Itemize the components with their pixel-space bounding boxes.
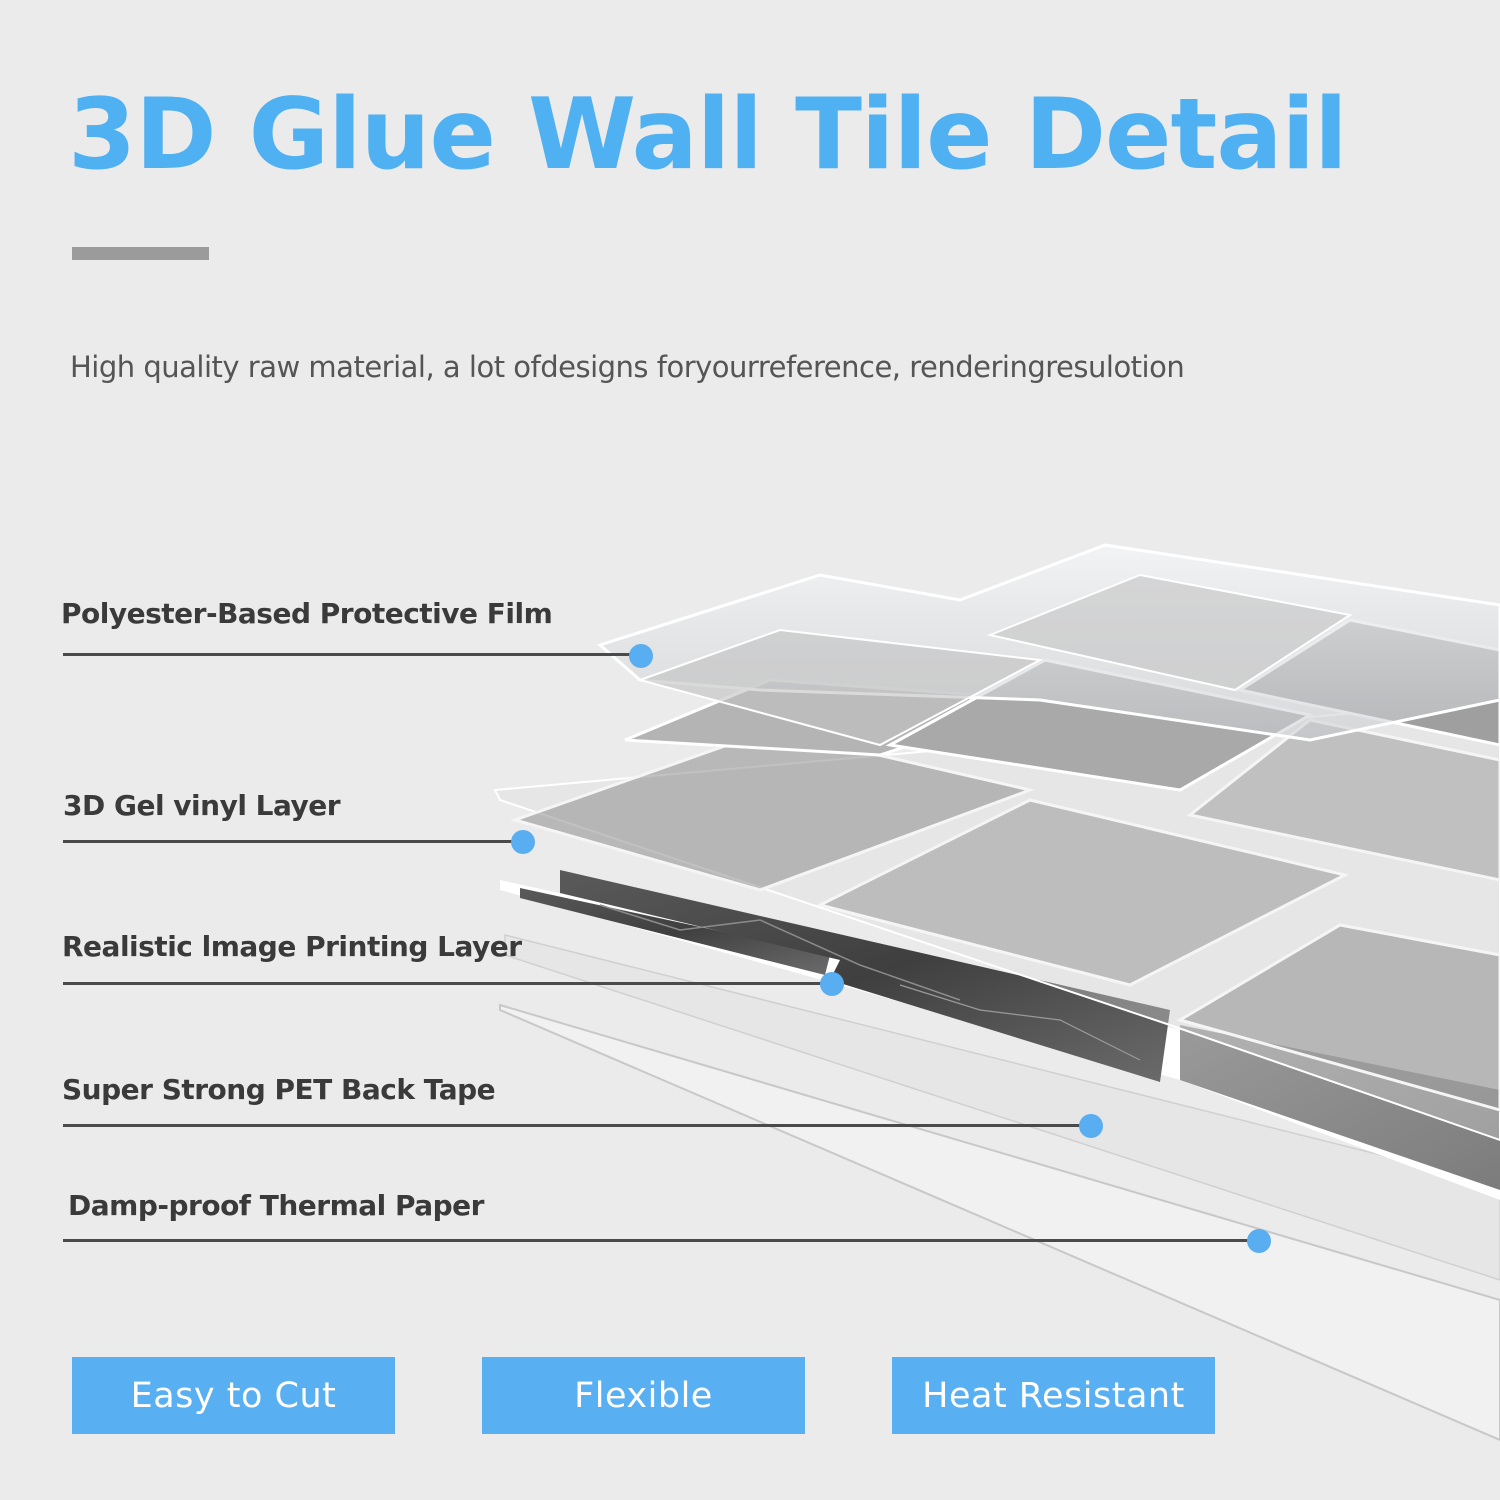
layer-label-printing: Realistic lmage Printing Layer: [62, 930, 522, 963]
gel-vinyl-layer: [493, 698, 1500, 1142]
feature-badge-easy-to-cut: Easy to Cut: [72, 1357, 395, 1434]
page-subtitle: High quality raw material, a lot ofdesig…: [70, 350, 1185, 384]
layer-label-protective-film: Polyester-Based Protective Film: [61, 597, 553, 630]
leader-line-printing: [63, 982, 833, 985]
feature-badge-heat-resistant: Heat Resistant: [892, 1357, 1215, 1434]
leader-line-back-tape: [63, 1124, 1092, 1127]
marker-dot-printing: [820, 972, 844, 996]
title-underline: [72, 247, 209, 260]
thermal-paper-layer: [499, 1003, 1500, 1442]
layer-label-thermal-paper: Damp-proof Thermal Paper: [68, 1189, 484, 1222]
layer-label-back-tape: Super Strong PET Back Tape: [62, 1073, 496, 1106]
marker-dot-back-tape: [1079, 1114, 1103, 1138]
layer-label-gel-vinyl: 3D Gel vinyl Layer: [63, 789, 341, 822]
protective-film-layer: [597, 543, 1500, 747]
leader-line-thermal-paper: [63, 1239, 1259, 1242]
leader-line-protective-film: [63, 653, 641, 656]
leader-line-gel-vinyl: [63, 840, 523, 843]
feature-badge-flexible: Flexible: [482, 1357, 805, 1434]
marker-dot-thermal-paper: [1247, 1229, 1271, 1253]
marker-dot-gel-vinyl: [511, 830, 535, 854]
printing-layer: [500, 870, 1500, 1200]
back-tape-layer: [504, 934, 1500, 1281]
page-title: 3D Glue Wall Tile Detail: [68, 78, 1348, 192]
marker-dot-protective-film: [629, 644, 653, 668]
